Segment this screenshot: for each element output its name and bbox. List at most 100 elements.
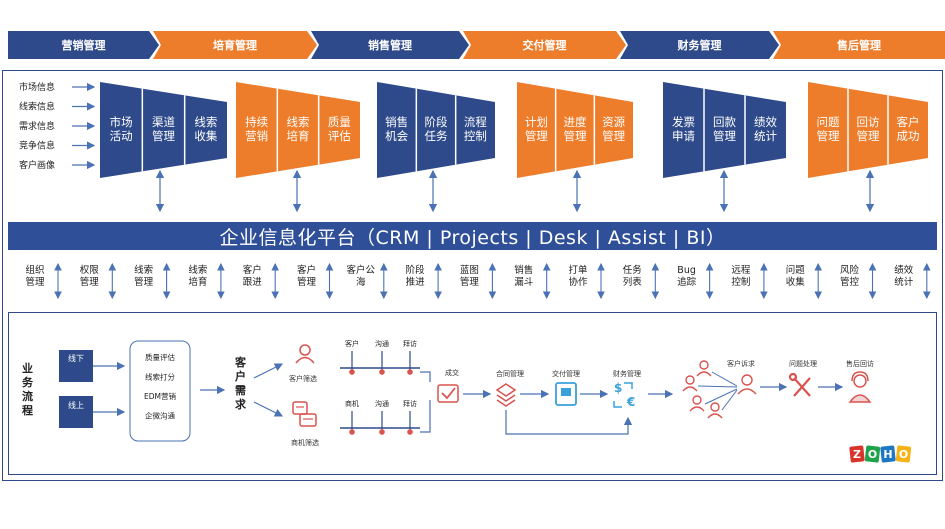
module-label: 阶段推进 <box>406 264 426 288</box>
stage-label: 售后管理 <box>836 38 881 52</box>
module-label: 绩效统计 <box>894 264 914 288</box>
arrow-to-opp-screen <box>253 401 284 417</box>
module-label: 打单协作 <box>568 264 588 288</box>
customer-screen-label: 客户筛选 <box>289 374 317 383</box>
module-label: 线索管理 <box>134 264 154 288</box>
input-label: 客户画像 <box>19 159 55 171</box>
offline-label: 线下 <box>68 353 84 363</box>
timeline-dot <box>407 429 413 435</box>
module-row: 组织管理权限管理线索管理线索培育客户跟进客户管理客户公海阶段推进蓝图管理销售漏斗… <box>25 262 931 300</box>
flow-frame <box>8 312 937 475</box>
module-label: 客户跟进 <box>243 264 263 288</box>
delivery-label: 交付管理 <box>552 369 580 378</box>
funnel-item: 进度管理 <box>564 115 587 143</box>
platform-bar: 企业信息化平台（CRM | Projects | Desk | Assist |… <box>8 222 937 250</box>
module-label: 蓝图管理 <box>460 264 480 288</box>
lead-steps-box <box>129 340 191 442</box>
stage-label: 培育管理 <box>213 38 257 52</box>
stage-bar: 营销管理 培育管理 销售管理 交付管理 财务管理 售后管理 <box>8 31 945 59</box>
svg-text:O: O <box>899 448 908 461</box>
deal-label: 成交 <box>445 368 459 377</box>
agent-icon <box>848 371 872 403</box>
input-label: 需求信息 <box>19 120 55 132</box>
svg-text:$: $ <box>614 381 622 395</box>
module-label: 销售漏斗 <box>514 264 533 288</box>
timeline-dot <box>349 429 355 435</box>
module-label: 问题收集 <box>786 264 806 288</box>
opportunity-icon <box>292 401 317 427</box>
funnel-item: 持续营销 <box>245 115 268 143</box>
funnel-item: 发票申请 <box>672 115 695 143</box>
finance-icon: $ € <box>613 381 635 409</box>
svg-text:€: € <box>626 395 635 409</box>
svg-text:O: O <box>868 448 877 461</box>
funnel-item: 线索培育 <box>287 115 310 143</box>
input-label: 竞争信息 <box>19 140 55 152</box>
arrow-contract-finance <box>505 410 633 435</box>
funnel-shape <box>236 82 360 178</box>
module-label: 任务列表 <box>623 264 643 288</box>
svg-text:Z: Z <box>853 448 861 461</box>
stage-label: 营销管理 <box>62 38 106 52</box>
appeal-label: 客户诉求 <box>727 359 755 368</box>
lead-step-label: 企微沟通 <box>145 411 175 421</box>
module-label: 风险管控 <box>840 264 860 288</box>
funnel-shape <box>517 82 633 178</box>
funnel-item: 客户成功 <box>897 115 920 143</box>
finance-label: 财务管理 <box>613 369 641 378</box>
funnel-item: 渠道管理 <box>152 115 175 143</box>
funnel-shape <box>808 82 928 178</box>
contract-label: 合同管理 <box>496 369 524 378</box>
tools-icon <box>788 372 811 397</box>
module-label: 客户公海 <box>347 264 376 288</box>
module-label: 线索培育 <box>188 264 207 288</box>
need-label: 客户需求 <box>234 355 247 411</box>
stage-label: 交付管理 <box>523 38 567 52</box>
lead-step-label: EDM营销 <box>144 391 176 401</box>
stage-chevron <box>311 31 469 59</box>
person-icon <box>295 344 315 364</box>
stage-label: 销售管理 <box>368 38 412 52</box>
stage-label: 财务管理 <box>677 38 722 52</box>
funnel-shape <box>663 82 786 178</box>
funnel-item: 问题管理 <box>817 115 840 143</box>
deal-icon <box>437 384 459 403</box>
online-label: 线上 <box>68 400 84 410</box>
lead-step-label: 质量评估 <box>145 352 175 362</box>
timeline-step-label: 沟通 <box>375 339 389 348</box>
funnel-item: 质量评估 <box>328 115 351 143</box>
funnel-item: 回款管理 <box>713 115 736 143</box>
issue-label: 问题处理 <box>789 359 817 368</box>
module-label: 组织管理 <box>25 264 45 288</box>
funnel-item: 市场活动 <box>110 115 133 143</box>
input-label: 市场信息 <box>19 81 55 93</box>
timeline-step-label: 拜访 <box>403 339 417 348</box>
funnel-item: 资源管理 <box>602 115 625 143</box>
funnel-shape <box>377 82 495 178</box>
contract-icon <box>495 383 517 407</box>
funnel-shape <box>100 82 227 178</box>
timeline-dot <box>379 429 385 435</box>
stage-chevron <box>8 31 159 59</box>
timeline-dot <box>379 369 385 375</box>
arrow-row1-deal <box>420 371 431 382</box>
timeline-step-label: 沟通 <box>375 399 389 408</box>
timeline-step-label: 拜访 <box>403 399 417 408</box>
module-label: 客户管理 <box>297 264 317 288</box>
funnel-item: 绩效统计 <box>754 115 777 143</box>
funnel-item: 销售机会 <box>385 115 408 143</box>
online-box <box>59 396 93 428</box>
funnel-item: 流程控制 <box>464 115 487 143</box>
offline-box <box>59 350 93 382</box>
funnel-item: 线索收集 <box>194 115 217 143</box>
funnel-item: 回访管理 <box>857 115 880 143</box>
stage-chevron <box>620 31 779 59</box>
input-label: 线索信息 <box>19 101 55 113</box>
flow-title: 业务流程 <box>22 361 34 417</box>
stage-chevron <box>153 31 317 59</box>
main-frame <box>2 70 943 481</box>
